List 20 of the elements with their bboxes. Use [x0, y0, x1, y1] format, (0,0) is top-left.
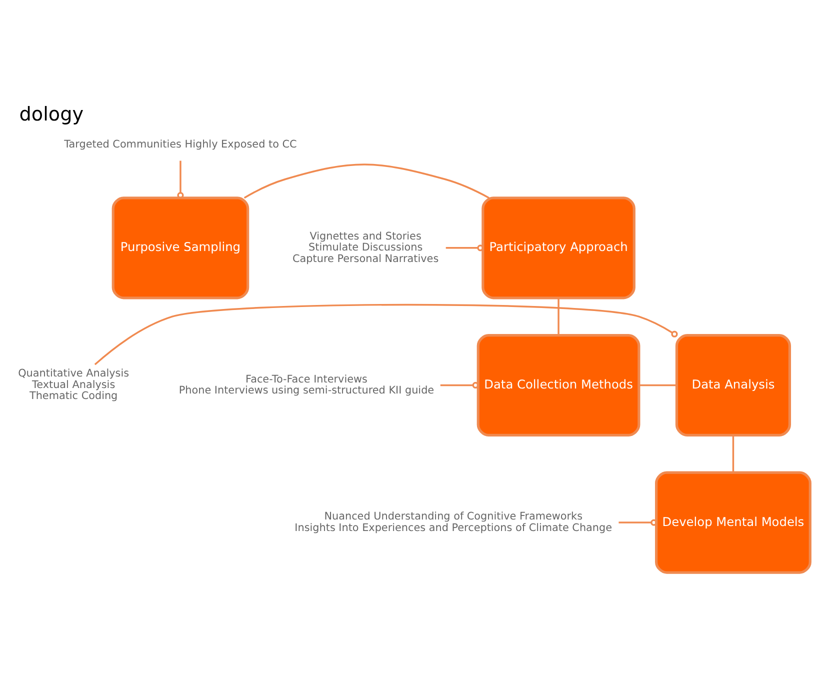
node-text: Face-To-Face Interviews Phone Interviews using semi-structured KII guide	[178, 372, 434, 396]
node-text: Nuanced Understanding of Cognitive Frameworks Insights Into Experiences and Perceptions of Climate Change	[294, 510, 612, 534]
node-text: Quantitative Analysis Textual Analysis Thematic Coding	[18, 367, 130, 402]
connector	[177, 160, 184, 198]
connector	[639, 384, 677, 386]
connector	[440, 381, 479, 388]
diagram-title: dology	[19, 102, 84, 125]
node-box: Develop Mental Models	[655, 470, 812, 574]
node-box: Purposive Sampling	[112, 196, 250, 299]
connector	[244, 163, 490, 198]
node-text: Targeted Communities Highly Exposed to CC	[64, 138, 297, 150]
connector	[94, 303, 678, 365]
node-box: Participatory Approach	[482, 196, 636, 299]
connector	[446, 244, 484, 251]
connector	[618, 518, 658, 526]
node-text: Vignettes and Stories Stimulate Discussions Capture Personal Narratives	[292, 230, 439, 264]
node-box: Data Analysis	[675, 333, 791, 436]
connector	[732, 434, 734, 472]
node-box: Data Collection Methods	[476, 333, 640, 436]
connector	[558, 298, 560, 335]
